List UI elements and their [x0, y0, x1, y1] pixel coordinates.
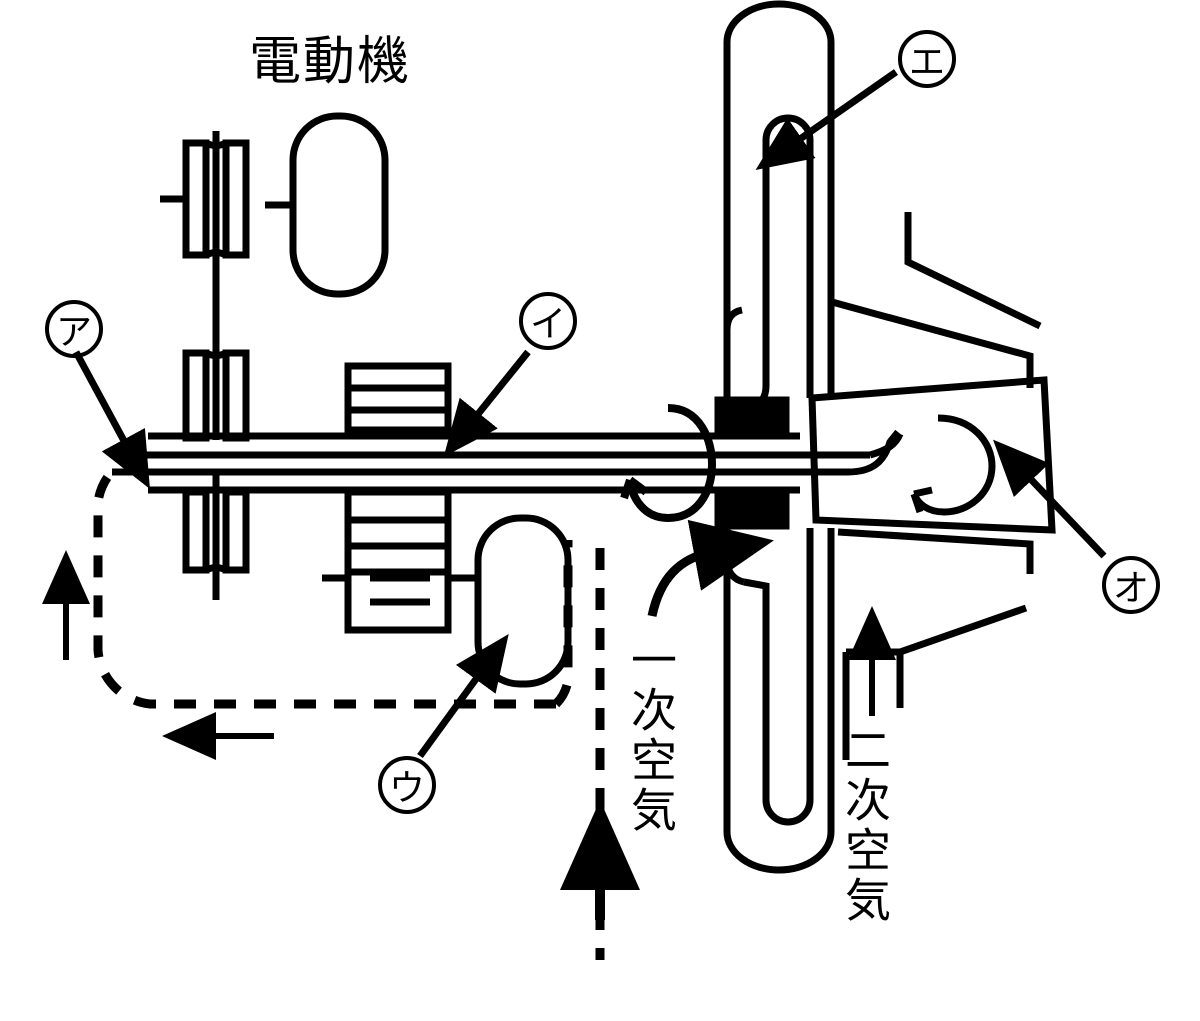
- drive-shaft: [148, 432, 800, 494]
- electric-motor: [265, 112, 389, 298]
- callout-marker-u: ウ: [378, 756, 436, 814]
- callout-leader-e: [755, 69, 899, 171]
- flow-arrow-primary-air-curve: [647, 519, 774, 617]
- callout-marker-a: ア: [45, 300, 103, 358]
- bearing-block-lower: [714, 488, 790, 530]
- callout-leader-u: [417, 634, 509, 759]
- secondary-air-label: 二次空気: [838, 726, 892, 926]
- shaft-rotation-indicator: [620, 404, 717, 523]
- fan-blade-upper: [723, 0, 835, 414]
- primary-air-label: 一次空気: [624, 636, 678, 836]
- v-belt-pulley-upper: [160, 131, 250, 440]
- callout-marker-e: エ: [898, 30, 956, 88]
- motor-label: 電動機: [249, 32, 412, 92]
- callout-marker-i: イ: [519, 292, 577, 350]
- coupling-drum: [448, 514, 572, 688]
- callout-leader-i: [443, 349, 531, 457]
- gear-spline-lower: [322, 488, 452, 634]
- callout-leader-o: [993, 439, 1107, 559]
- fan-blade-lower: [723, 528, 835, 874]
- callout-leader-a: [72, 350, 150, 489]
- rotary-cup-housing: [808, 376, 1056, 534]
- air-register-cone-lower: [837, 528, 1034, 760]
- air-register-cone-upper: [831, 212, 1042, 388]
- callout-marker-o: オ: [1102, 556, 1160, 614]
- gear-spline-upper: [344, 362, 452, 434]
